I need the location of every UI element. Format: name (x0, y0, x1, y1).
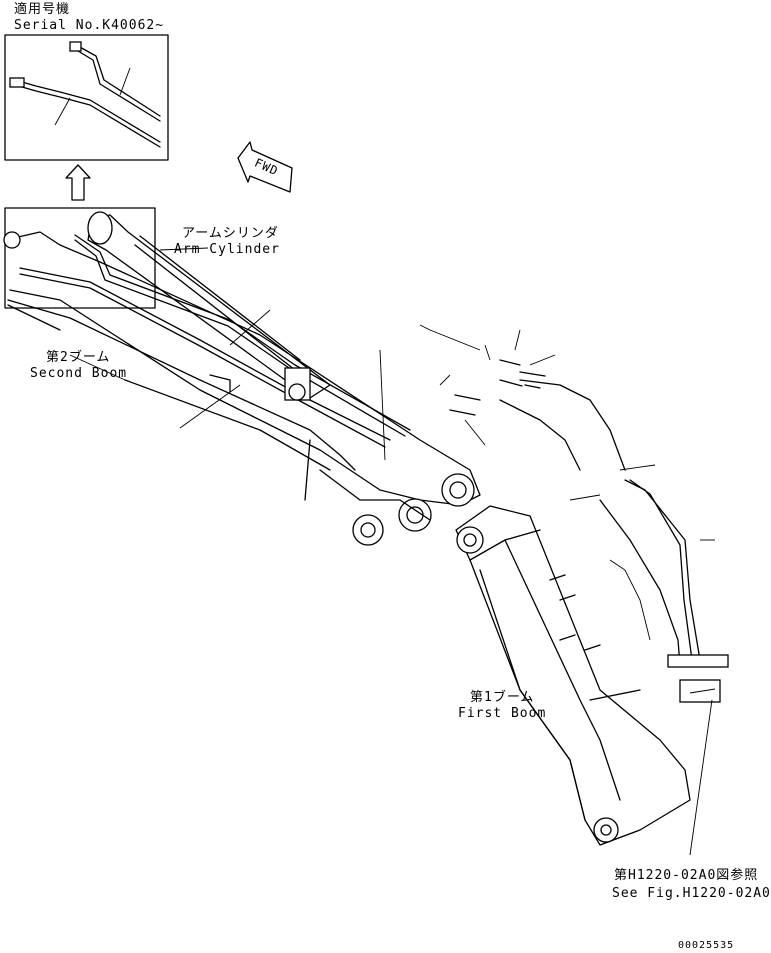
arm-cylinder-label-jp: アームシリンダ (182, 226, 279, 241)
applicable-serial-label: 適用号機 (14, 2, 71, 17)
leader-lines (69, 247, 716, 856)
arm-cylinder-label-en: Arm Cylinder (174, 242, 280, 257)
serial-number-label: Serial No.K40062~ (14, 18, 165, 33)
first-boom (455, 505, 691, 846)
fwd-arrow-icon (237, 141, 293, 193)
second-boom-inset (4, 207, 156, 309)
first-boom-label-en: First Boom (458, 706, 547, 721)
serial-inset (4, 34, 169, 161)
second-boom (3, 231, 481, 546)
second-boom-hoses (19, 234, 411, 471)
second-boom-label-jp: 第2ブーム (46, 350, 111, 365)
see-figure-label-jp: 第H1220-02A0図参照 (614, 868, 759, 883)
first-boom-label-jp: 第1ブーム (470, 690, 535, 705)
second-boom-label-en: Second Boom (30, 366, 128, 381)
drawing-number: 00025535 (678, 940, 735, 951)
up-arrow-icon (65, 164, 91, 201)
arm-cylinder (87, 211, 331, 399)
see-figure-label-en: See Fig.H1220-02A0 (612, 886, 771, 901)
